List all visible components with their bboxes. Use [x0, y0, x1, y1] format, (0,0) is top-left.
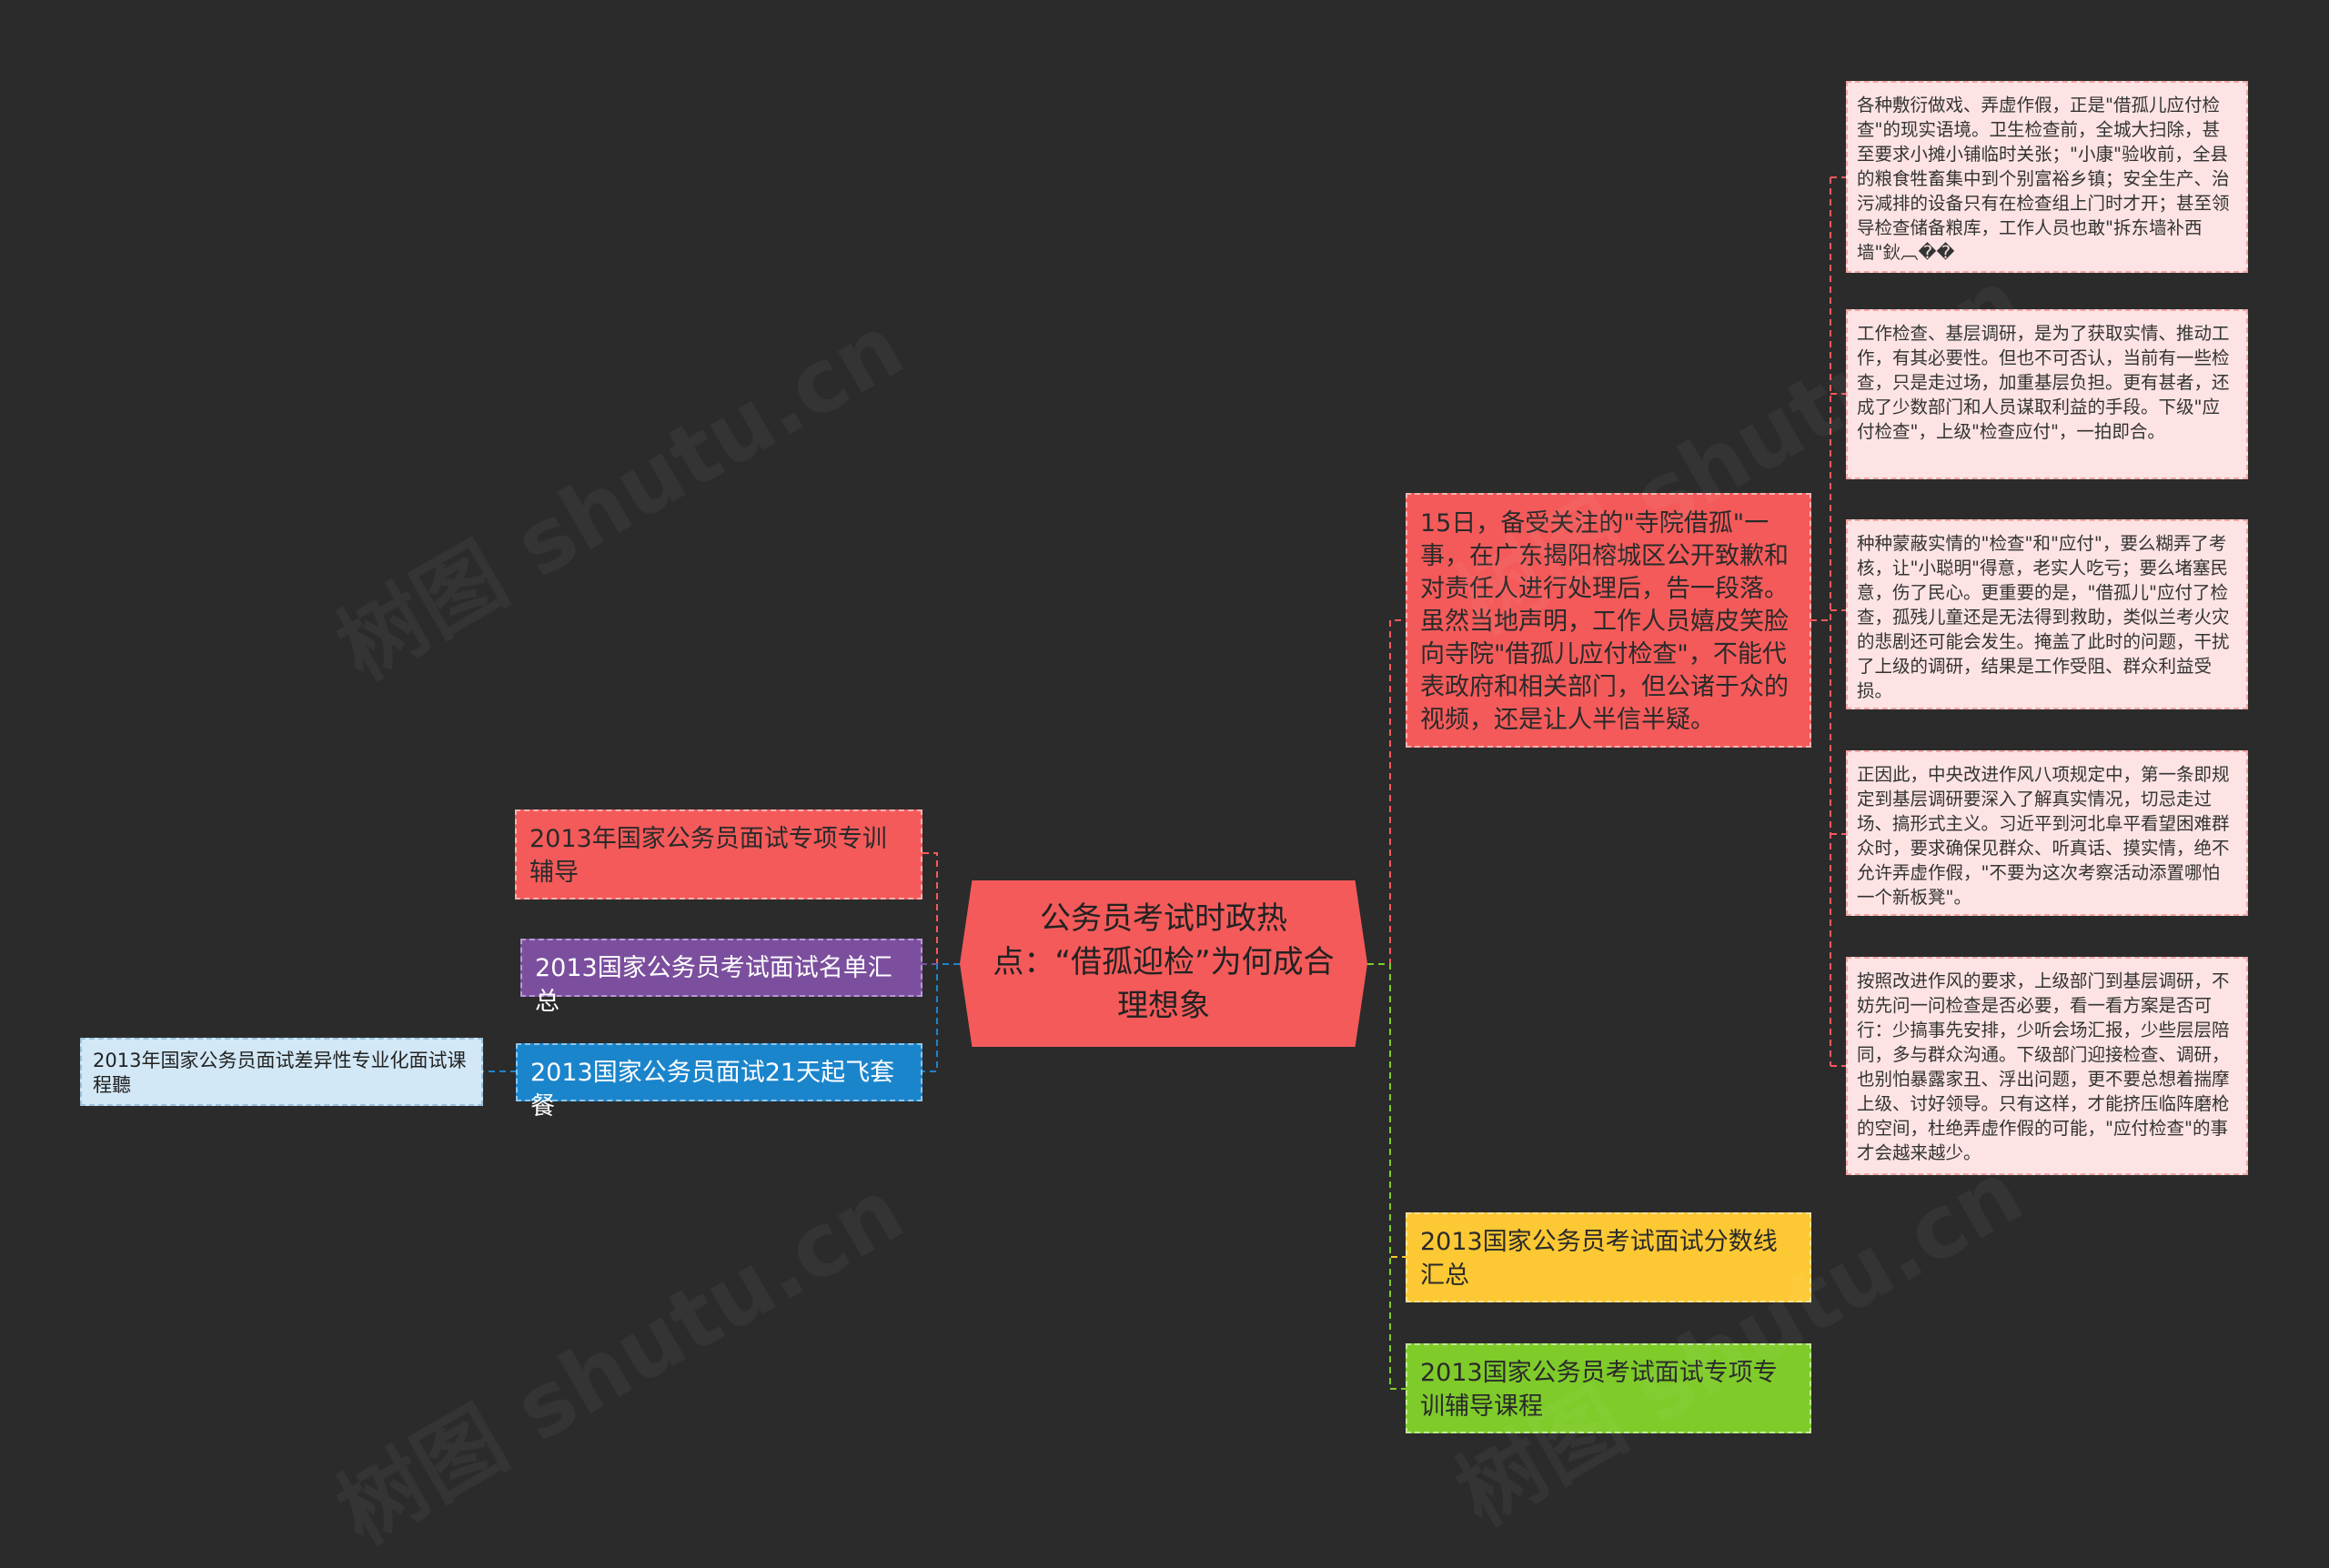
left-branch-2-label: 2013国家公务员考试面试名单汇总: [535, 954, 892, 1016]
leaf-node-2[interactable]: 工作检查、基层调研，是为了获取实情、推动工作，有其必要性。但也不可否认，当前有一…: [1846, 309, 2248, 479]
leaf-node-1-label: 各种敷衍做戏、弄虚作假，正是"借孤儿应付检查"的现实语境。卫生检查前，全城大扫除…: [1857, 95, 2230, 263]
link-main-leaves: [1810, 176, 1847, 1067]
leaf-node-4-label: 正因此，中央改进作风八项规定中，第一条即规定到基层调研要深入了解真实情况，切忌走…: [1857, 764, 2230, 908]
left-branch-1[interactable]: 2013年国家公务员面试专项专训辅导: [515, 809, 923, 900]
leaf-node-3[interactable]: 种种蒙蔽实情的"检查"和"应付"，要么糊弄了考核，让"小聪明"得意，老实人吃亏；…: [1846, 519, 2248, 709]
link-center-right-main: [1367, 619, 1406, 965]
right-branch-2-label: 2013国家公务员考试面试专项专训辅导课程: [1420, 1359, 1778, 1421]
left-branch-2[interactable]: 2013国家公务员考试面试名单汇总: [520, 939, 923, 1016]
left-branch-1-label: 2013年国家公务员面试专项专训辅导: [529, 825, 887, 887]
left-branch-3[interactable]: 2013国家公务员面试21天起飞套餐: [516, 1043, 923, 1121]
right-branch-2[interactable]: 2013国家公务员考试面试专项专训辅导课程: [1406, 1343, 1811, 1433]
link-center-left-1: [922, 852, 960, 965]
leaf-node-1[interactable]: 各种敷衍做戏、弄虚作假，正是"借孤儿应付检查"的现实语境。卫生检查前，全城大扫除…: [1846, 81, 2248, 273]
link-center-right-green: [1367, 963, 1406, 1390]
central-topic[interactable]: 公务员考试时政热点：“借孤迎检”为何成合理想象: [960, 880, 1367, 1047]
central-topic-label: 公务员考试时政热点：“借孤迎检”为何成合理想象: [993, 900, 1335, 1024]
left-sub-node[interactable]: 2013年国家公务员面试差异性专业化面试课程聽: [80, 1038, 483, 1106]
link-center-right-yellow: [1367, 963, 1406, 1258]
right-main-node[interactable]: 15日，备受关注的"寺院借孤"一事，在广东揭阳榕城区公开致歉和对责任人进行处理后…: [1406, 493, 1811, 748]
leaf-node-5-label: 按照改进作风的要求，上级部门到基层调研，不妨先问一问检查是否必要，看一看方案是否…: [1857, 970, 2230, 1163]
right-main-node-label: 15日，备受关注的"寺院借孤"一事，在广东揭阳榕城区公开致歉和对责任人进行处理后…: [1420, 509, 1789, 734]
right-branch-1[interactable]: 2013国家公务员考试面试分数线汇总: [1406, 1212, 1811, 1302]
leaf-node-3-label: 种种蒙蔽实情的"检查"和"应付"，要么糊弄了考核，让"小聪明"得意，老实人吃亏；…: [1857, 533, 2230, 701]
mindmap-canvas: 公务员考试时政热点：“借孤迎检”为何成合理想象 2013年国家公务员面试专项专训…: [80, 81, 2248, 1433]
right-branch-1-label: 2013国家公务员考试面试分数线汇总: [1420, 1228, 1778, 1290]
leaf-node-2-label: 工作检查、基层调研，是为了获取实情、推动工作，有其必要性。但也不可否认，当前有一…: [1857, 323, 2230, 442]
left-branch-3-label: 2013国家公务员面试21天起飞套餐: [530, 1059, 895, 1121]
leaf-node-5[interactable]: 按照改进作风的要求，上级部门到基层调研，不妨先问一问检查是否必要，看一看方案是否…: [1846, 957, 2248, 1175]
connector-lines: [482, 176, 1847, 1390]
left-sub-node-label: 2013年国家公务员面试差异性专业化面试课程聽: [93, 1050, 467, 1096]
leaf-node-4[interactable]: 正因此，中央改进作风八项规定中，第一条即规定到基层调研要深入了解真实情况，切忌走…: [1846, 750, 2248, 916]
link-center-left-3: [922, 963, 960, 1072]
